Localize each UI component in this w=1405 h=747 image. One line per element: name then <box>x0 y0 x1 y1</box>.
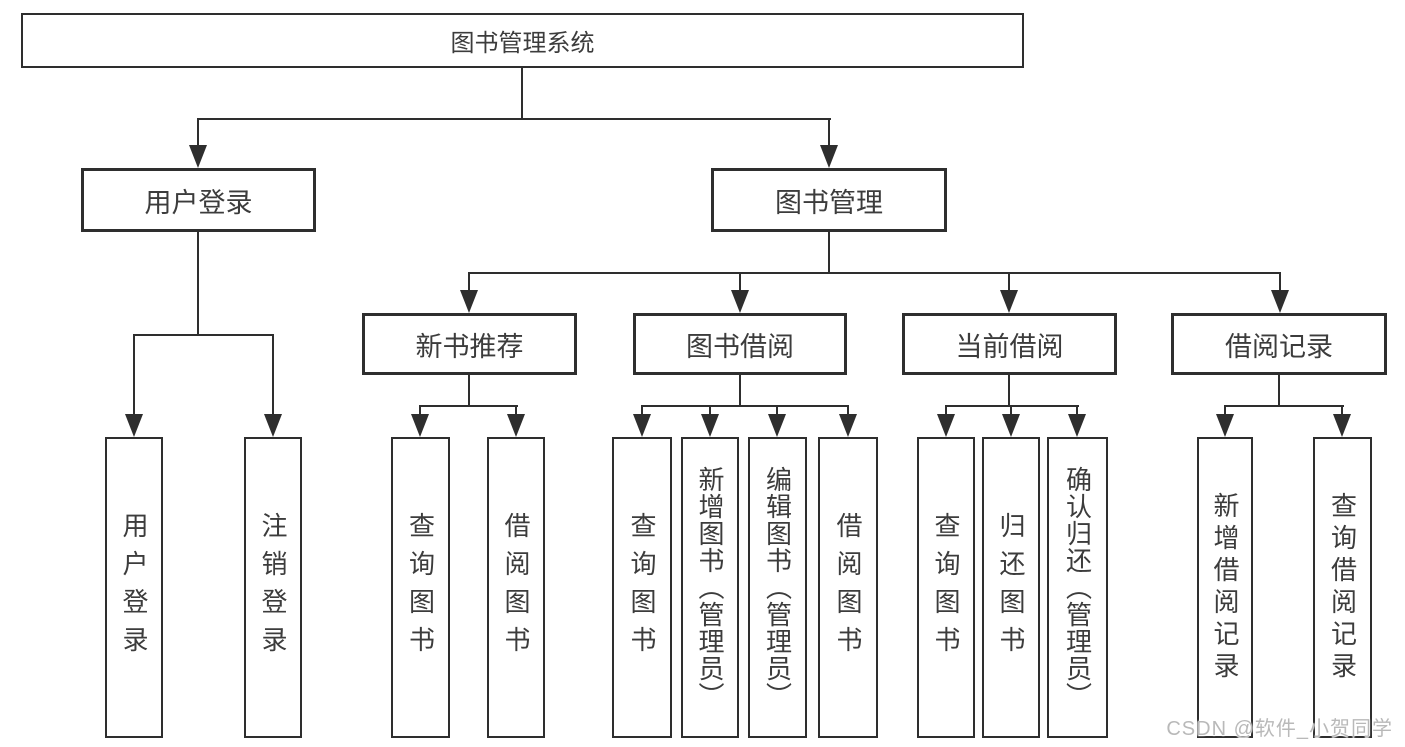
leaf-query-books-3: 查询图书 <box>917 437 975 738</box>
node-new-book-recommendation: 新书推荐 <box>362 313 577 375</box>
tree-edge <box>1224 405 1226 416</box>
tree-edge <box>133 334 135 416</box>
arrow-down-icon <box>264 414 282 437</box>
leaf-borrow-books-2: 借阅图书 <box>818 437 878 738</box>
arrow-down-icon <box>701 414 719 437</box>
arrow-down-icon <box>633 414 651 437</box>
arrow-down-icon <box>1333 414 1351 437</box>
tree-edge <box>1341 405 1343 416</box>
leaf-edit-book-admin: 编辑图书（管理员） <box>748 437 807 738</box>
tree-edge <box>515 405 517 416</box>
leaf-user-login: 用户登录 <box>105 437 163 738</box>
arrow-down-icon <box>937 414 955 437</box>
leaf-return-book: 归还图书 <box>982 437 1040 738</box>
node-root: 图书管理系统 <box>21 13 1024 68</box>
arrow-down-icon <box>820 145 838 168</box>
leaf-query-books-2: 查询图书 <box>612 437 672 738</box>
tree-edge <box>709 405 711 416</box>
tree-edge <box>1010 405 1012 416</box>
node-borrowing-records: 借阅记录 <box>1171 313 1387 375</box>
tree-edge <box>419 405 421 416</box>
tree-edge <box>739 375 741 406</box>
arrow-down-icon <box>1216 414 1234 437</box>
leaf-add-book-admin: 新增图书（管理员） <box>681 437 739 738</box>
node-book-borrowing: 图书借阅 <box>633 313 847 375</box>
csdn-watermark: CSDN @软件_小贺同学 <box>1166 718 1393 740</box>
tree-edge <box>828 232 830 274</box>
leaf-confirm-return-admin: 确认归还（管理员） <box>1047 437 1108 738</box>
arrow-down-icon <box>507 414 525 437</box>
tree-edge <box>945 405 947 416</box>
arrow-down-icon <box>125 414 143 437</box>
arrow-down-icon <box>460 290 478 313</box>
leaf-borrow-books-1: 借阅图书 <box>487 437 545 738</box>
tree-edge <box>197 118 831 120</box>
arrow-down-icon <box>189 145 207 168</box>
tree-edge <box>272 334 274 416</box>
arrow-down-icon <box>1002 414 1020 437</box>
tree-edge <box>468 272 1281 274</box>
tree-edge <box>197 118 199 148</box>
tree-edge <box>468 375 470 407</box>
tree-edge <box>641 405 643 416</box>
arrow-down-icon <box>768 414 786 437</box>
tree-edge <box>1279 272 1281 292</box>
tree-edge <box>133 334 274 336</box>
leaf-query-books-1: 查询图书 <box>391 437 450 738</box>
tree-edge <box>1278 375 1280 407</box>
tree-edge <box>641 405 849 407</box>
leaf-add-borrow-record: 新增借阅记录 <box>1197 437 1253 738</box>
tree-edge <box>945 405 1079 407</box>
tree-edge <box>828 118 830 148</box>
tree-edge <box>419 405 518 407</box>
tree-edge <box>521 68 523 120</box>
tree-edge <box>1008 375 1010 407</box>
arrow-down-icon <box>1271 290 1289 313</box>
tree-edge <box>847 405 849 416</box>
node-current-borrowing: 当前借阅 <box>902 313 1117 375</box>
tree-edge <box>1076 405 1078 416</box>
node-user-login: 用户登录 <box>81 168 316 232</box>
tree-edge <box>776 405 778 416</box>
tree-edge <box>1008 272 1010 292</box>
leaf-query-borrow-record: 查询借阅记录 <box>1313 437 1372 738</box>
node-book-management: 图书管理 <box>711 168 947 232</box>
tree-edge <box>1224 405 1344 407</box>
tree-edge <box>468 272 470 292</box>
arrow-down-icon <box>1000 290 1018 313</box>
arrow-down-icon <box>839 414 857 437</box>
arrow-down-icon <box>411 414 429 437</box>
tree-edge <box>197 232 199 335</box>
leaf-logout: 注销登录 <box>244 437 302 738</box>
arrow-down-icon <box>1068 414 1086 437</box>
tree-edge <box>739 272 741 292</box>
arrow-down-icon <box>731 290 749 313</box>
